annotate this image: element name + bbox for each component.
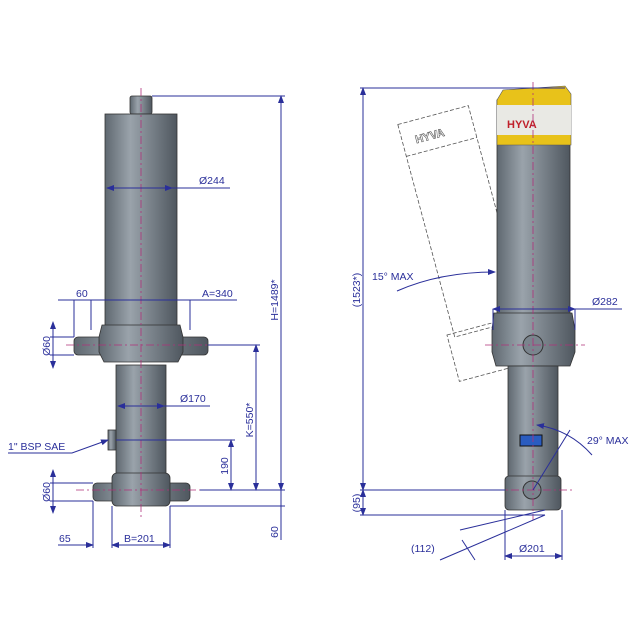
port-label: 1" BSP SAE (8, 441, 65, 453)
trunnion-offset-label: 60 (76, 288, 88, 300)
tilt-angle-label: 15° MAX (372, 271, 414, 283)
side-total-height-label: (1523*) (351, 273, 363, 307)
cap-white-band (497, 105, 571, 135)
k-height-label: K=550* (244, 403, 256, 438)
hyva-logo: HYVA (507, 119, 537, 131)
ghost-logo: HYVA (414, 127, 446, 146)
swing-offset-label: (112) (411, 543, 435, 555)
bottom-offset-label: 65 (59, 533, 71, 545)
diameter-lower-label: Ø170 (180, 393, 206, 405)
trunnion-dia-upper-label: Ø60 (41, 336, 53, 356)
base-offset-label: 60 (269, 526, 281, 538)
base-diameter-label: Ø201 (519, 543, 545, 555)
collar-diameter-label: Ø282 (592, 296, 618, 308)
a-width-label: A=340 (202, 288, 233, 300)
swing-angle-label: 29° MAX (587, 435, 629, 447)
total-height-label: H=1489* (269, 279, 281, 320)
collar (98, 324, 184, 363)
diameter-top-label: Ø244 (199, 175, 225, 187)
side-port (519, 434, 543, 447)
side-view: HYVA HYVA (1523*) (95) 15° MAX Ø282 29° … (351, 82, 629, 561)
front-view: H=1489* 60 Ø244 60 A=340 Ø60 Ø170 1" BSP… (8, 88, 285, 548)
port-height-label: 190 (219, 457, 231, 475)
port (107, 429, 117, 451)
trunnion-dia-lower-label: Ø60 (41, 482, 53, 502)
b-width-label: B=201 (124, 533, 155, 545)
base-height-label: (95) (351, 494, 363, 513)
